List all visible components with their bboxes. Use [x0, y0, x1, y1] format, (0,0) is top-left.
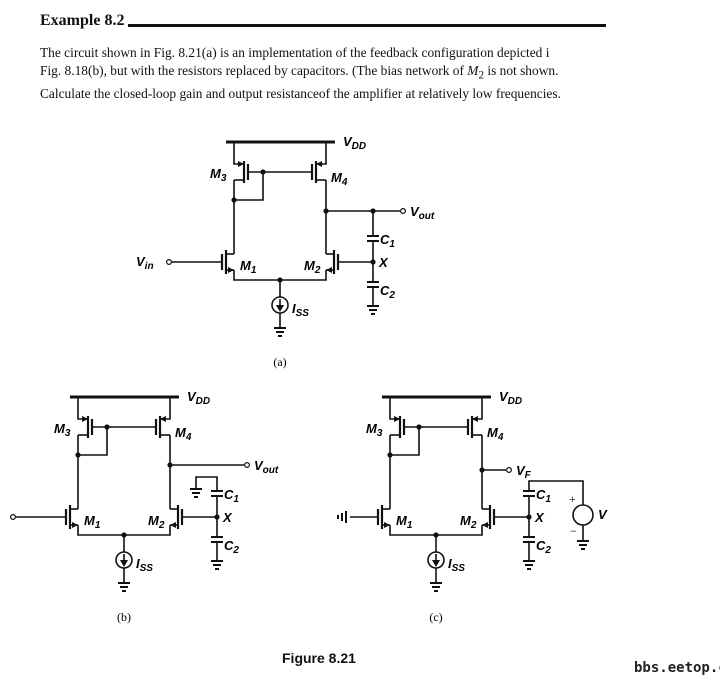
m1-label: M1: [240, 258, 257, 276]
transistor-m1: [376, 505, 390, 529]
vdd-label: VDD: [187, 389, 210, 407]
c2-label: C2: [380, 283, 395, 301]
plus-sign: +: [569, 492, 576, 506]
figure-caption: Figure 8.21: [282, 650, 356, 666]
m1-label: M1: [396, 513, 413, 531]
transistor-m4: [466, 397, 483, 438]
m3-label: M3: [54, 421, 71, 439]
m2-label: M2: [304, 258, 321, 276]
paragraph-line-2: Fig. 8.18(b), but with the resistors rep…: [40, 62, 640, 85]
m4-label: M4: [175, 425, 192, 443]
m1-label: M1: [84, 513, 101, 531]
m2-label: M2: [460, 513, 477, 531]
c2-label: C2: [224, 538, 239, 556]
transistor-m4: [154, 397, 171, 438]
watermark: bbs.eetop.cn: [634, 660, 720, 676]
caption-b: (b): [117, 610, 131, 624]
c1-label: C1: [380, 232, 395, 250]
vdd-label: VDD: [343, 134, 366, 152]
line-2-text: Fig. 8.18(b), but with the resistors rep…: [40, 63, 468, 78]
x-node-label: X: [222, 510, 233, 525]
m2-sub: 2: [478, 69, 485, 82]
current-source-iss: [115, 551, 133, 592]
iss-label: ISS: [448, 556, 465, 574]
vin-label: Vin: [136, 254, 154, 272]
m4-label: M4: [487, 425, 504, 443]
x-node-label: X: [534, 510, 545, 525]
transistor-m2: [482, 505, 496, 529]
capacitor-c2: [523, 517, 535, 570]
vdd-label: VDD: [499, 389, 522, 407]
line-2-text-end: is not shown.: [484, 63, 559, 78]
vout-label: Vout: [410, 204, 435, 222]
m3-label: M3: [366, 421, 383, 439]
transistor-m3: [389, 397, 406, 438]
transistor-m1: [220, 250, 234, 274]
minus-sign: −: [570, 524, 577, 538]
current-source-iss: [427, 551, 445, 592]
capacitor-c1: [211, 490, 223, 517]
caption-a: (a): [273, 355, 286, 369]
capacitor-c1: [367, 235, 379, 262]
c1-label: C1: [224, 487, 239, 505]
voltage-source-v: [572, 504, 594, 550]
transistor-m4: [310, 142, 327, 183]
transistor-m1: [64, 505, 78, 529]
capacitor-c1: [523, 490, 535, 517]
capacitor-c2: [211, 517, 223, 570]
capacitor-c2: [367, 262, 379, 315]
x-node-label: X: [378, 255, 389, 270]
current-source-iss: [271, 296, 289, 337]
title-rule: [128, 24, 606, 27]
m3-label: M3: [210, 166, 227, 184]
paragraph-line-3: Calculate the closed-loop gain and outpu…: [40, 85, 561, 101]
m2-label: M2: [148, 513, 165, 531]
ground-input-icon: [337, 511, 378, 523]
vf-label: VF: [516, 463, 532, 481]
transistor-m3: [233, 142, 250, 183]
m2-var: M: [467, 63, 479, 78]
m4-label: M4: [331, 170, 348, 188]
c2-label: C2: [536, 538, 551, 556]
iss-label: ISS: [292, 301, 309, 319]
paragraph-line-1: The circuit shown in Fig. 8.21(a) is an …: [40, 45, 550, 60]
iss-label: ISS: [136, 556, 153, 574]
transistor-m3: [77, 397, 94, 438]
v-label: V: [598, 507, 608, 522]
vout-label: Vout: [254, 458, 279, 476]
caption-c: (c): [429, 610, 442, 624]
transistor-m2: [170, 505, 184, 529]
c1-label: C1: [536, 487, 551, 505]
example-title: Example 8.2: [40, 12, 125, 29]
example-paragraph: The circuit shown in Fig. 8.21(a) is an …: [40, 44, 640, 103]
transistor-m2: [326, 250, 340, 274]
